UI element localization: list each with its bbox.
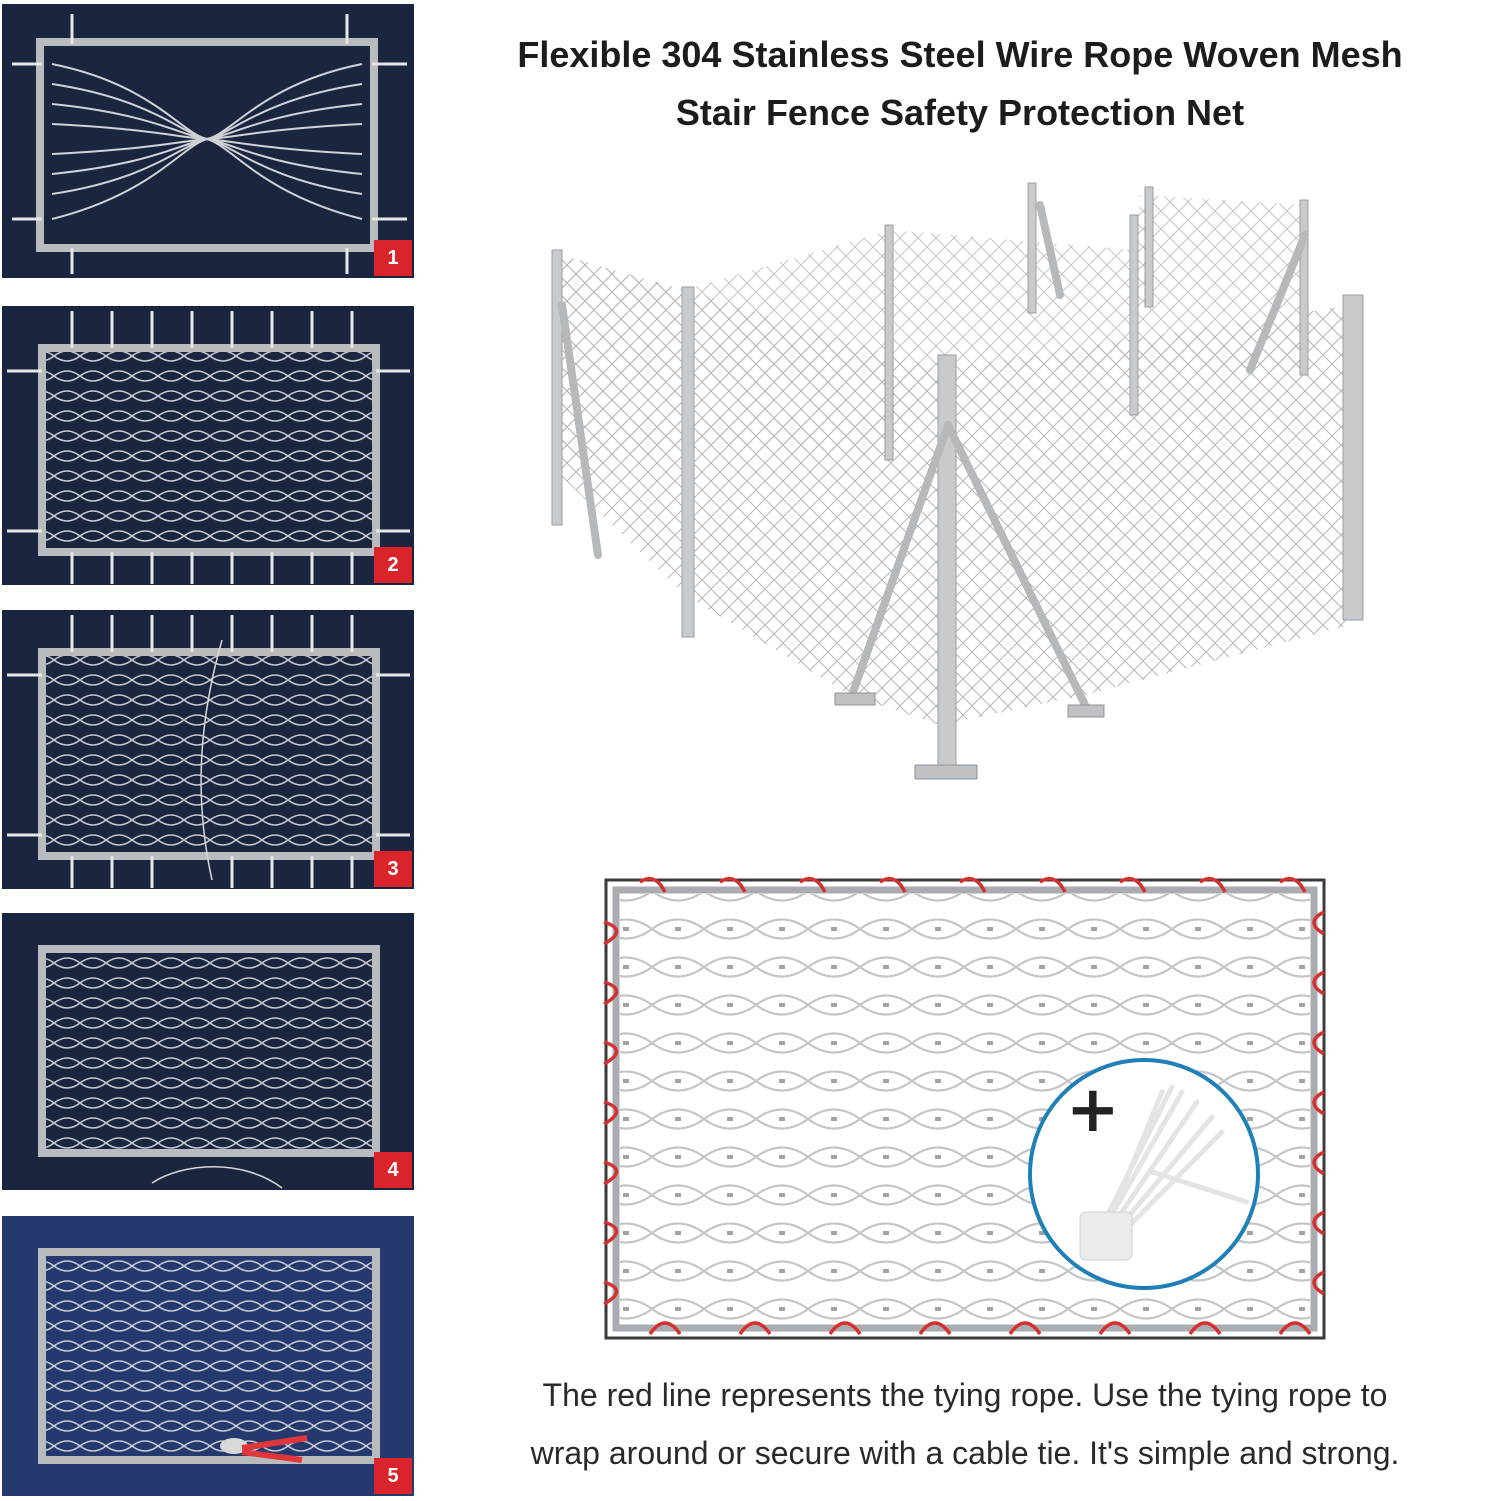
step-panel-3: 3 bbox=[2, 610, 414, 889]
step-panel-1: 1 bbox=[2, 4, 414, 278]
step-4-image bbox=[38, 945, 380, 1189]
cable-tie-bundle-icon bbox=[1079, 1084, 1250, 1261]
step-2-image bbox=[7, 311, 410, 584]
cable-tie-badge: + bbox=[1028, 1058, 1260, 1290]
step-badge-5: 5 bbox=[374, 1458, 412, 1494]
step-badge-1: 1 bbox=[374, 240, 412, 276]
instruction-caption-line-2: wrap around or secure with a cable tie. … bbox=[530, 1435, 1400, 1471]
product-title-line-1: Flexible 304 Stainless Steel Wire Rope W… bbox=[517, 34, 1403, 75]
step-5-image bbox=[38, 1248, 380, 1464]
step-badge-2: 2 bbox=[374, 547, 412, 583]
step-panel-4: 4 bbox=[2, 913, 414, 1190]
product-title: Flexible 304 Stainless Steel Wire Rope W… bbox=[430, 26, 1490, 142]
plus-sign: + bbox=[1066, 1073, 1120, 1147]
tying-rope bbox=[603, 876, 1325, 1336]
instruction-caption-line-1: The red line represents the tying rope. … bbox=[542, 1377, 1388, 1413]
step-badge-4: 4 bbox=[374, 1152, 412, 1188]
crimp-tool-icon bbox=[220, 1435, 308, 1463]
step-panel-2: 2 bbox=[2, 306, 414, 585]
product-title-line-2: Stair Fence Safety Protection Net bbox=[675, 92, 1245, 133]
step-3-image bbox=[7, 615, 410, 888]
instruction-caption: The red line represents the tying rope. … bbox=[440, 1366, 1490, 1482]
step-panel-5: 5 bbox=[2, 1216, 414, 1496]
step-badge-3: 3 bbox=[374, 851, 412, 887]
fence-illustration bbox=[551, 182, 1364, 780]
step-1-image bbox=[12, 14, 407, 274]
